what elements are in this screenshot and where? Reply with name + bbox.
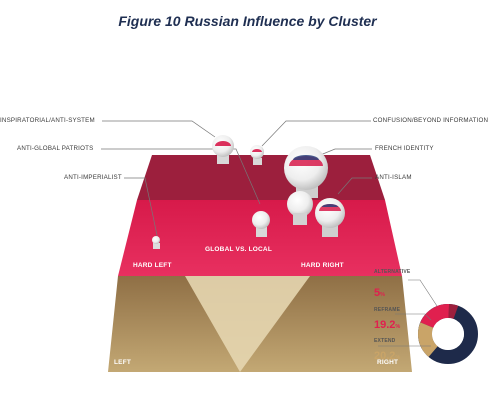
label-anti-global: ANTI-GLOBAL PATRIOTS (17, 145, 94, 152)
label-extend: EXTEND (374, 338, 396, 344)
label-left: LEFT (114, 359, 132, 366)
bulb-french-identity (284, 146, 328, 198)
bulb-confusion (250, 145, 264, 165)
bulb-anti-islam (315, 198, 345, 237)
pct-reframe: 19.2% (374, 319, 401, 331)
label-hard-left: HARD LEFT (133, 262, 172, 269)
label-hard-right: HARD RIGHT (301, 262, 344, 269)
donut-leader-lines (378, 279, 438, 347)
bulb-inspirational (212, 135, 234, 164)
label-french-identity: FRENCH IDENTITY (375, 145, 434, 152)
label-confusion: CONFUSION/BEYOND INFORMATION (373, 117, 489, 124)
label-inspirational: INSPIRATORIAL/ANTI-SYSTEM (0, 117, 95, 124)
plane-front-wedge (185, 276, 310, 372)
donut-slice-alternative (448, 304, 459, 320)
bulb-anti-islam-group (287, 191, 313, 225)
donut-chart (418, 304, 478, 364)
donut-slice-reframe (420, 304, 450, 329)
label-reframe: REFRAME (374, 307, 401, 313)
label-anti-imperialist: ANTI-IMPERIALIST (64, 174, 122, 181)
pct-alternative: 5% (374, 287, 386, 299)
label-right: RIGHT (377, 359, 399, 366)
label-alternative: ALTERNATIVE (374, 269, 411, 275)
donut-hole (432, 318, 464, 350)
bulb-anti-global (252, 211, 270, 237)
donut-slice-extend (418, 322, 439, 357)
label-global-local: GLOBAL VS. LOCAL (205, 246, 272, 253)
label-anti-islam: ANTI-ISLAM (375, 174, 412, 181)
bulb-anti-imperialist (152, 236, 160, 249)
pct-extend: 20.2% (374, 350, 401, 362)
figure-title: Figure 10 Russian Influence by Cluster (118, 13, 377, 29)
